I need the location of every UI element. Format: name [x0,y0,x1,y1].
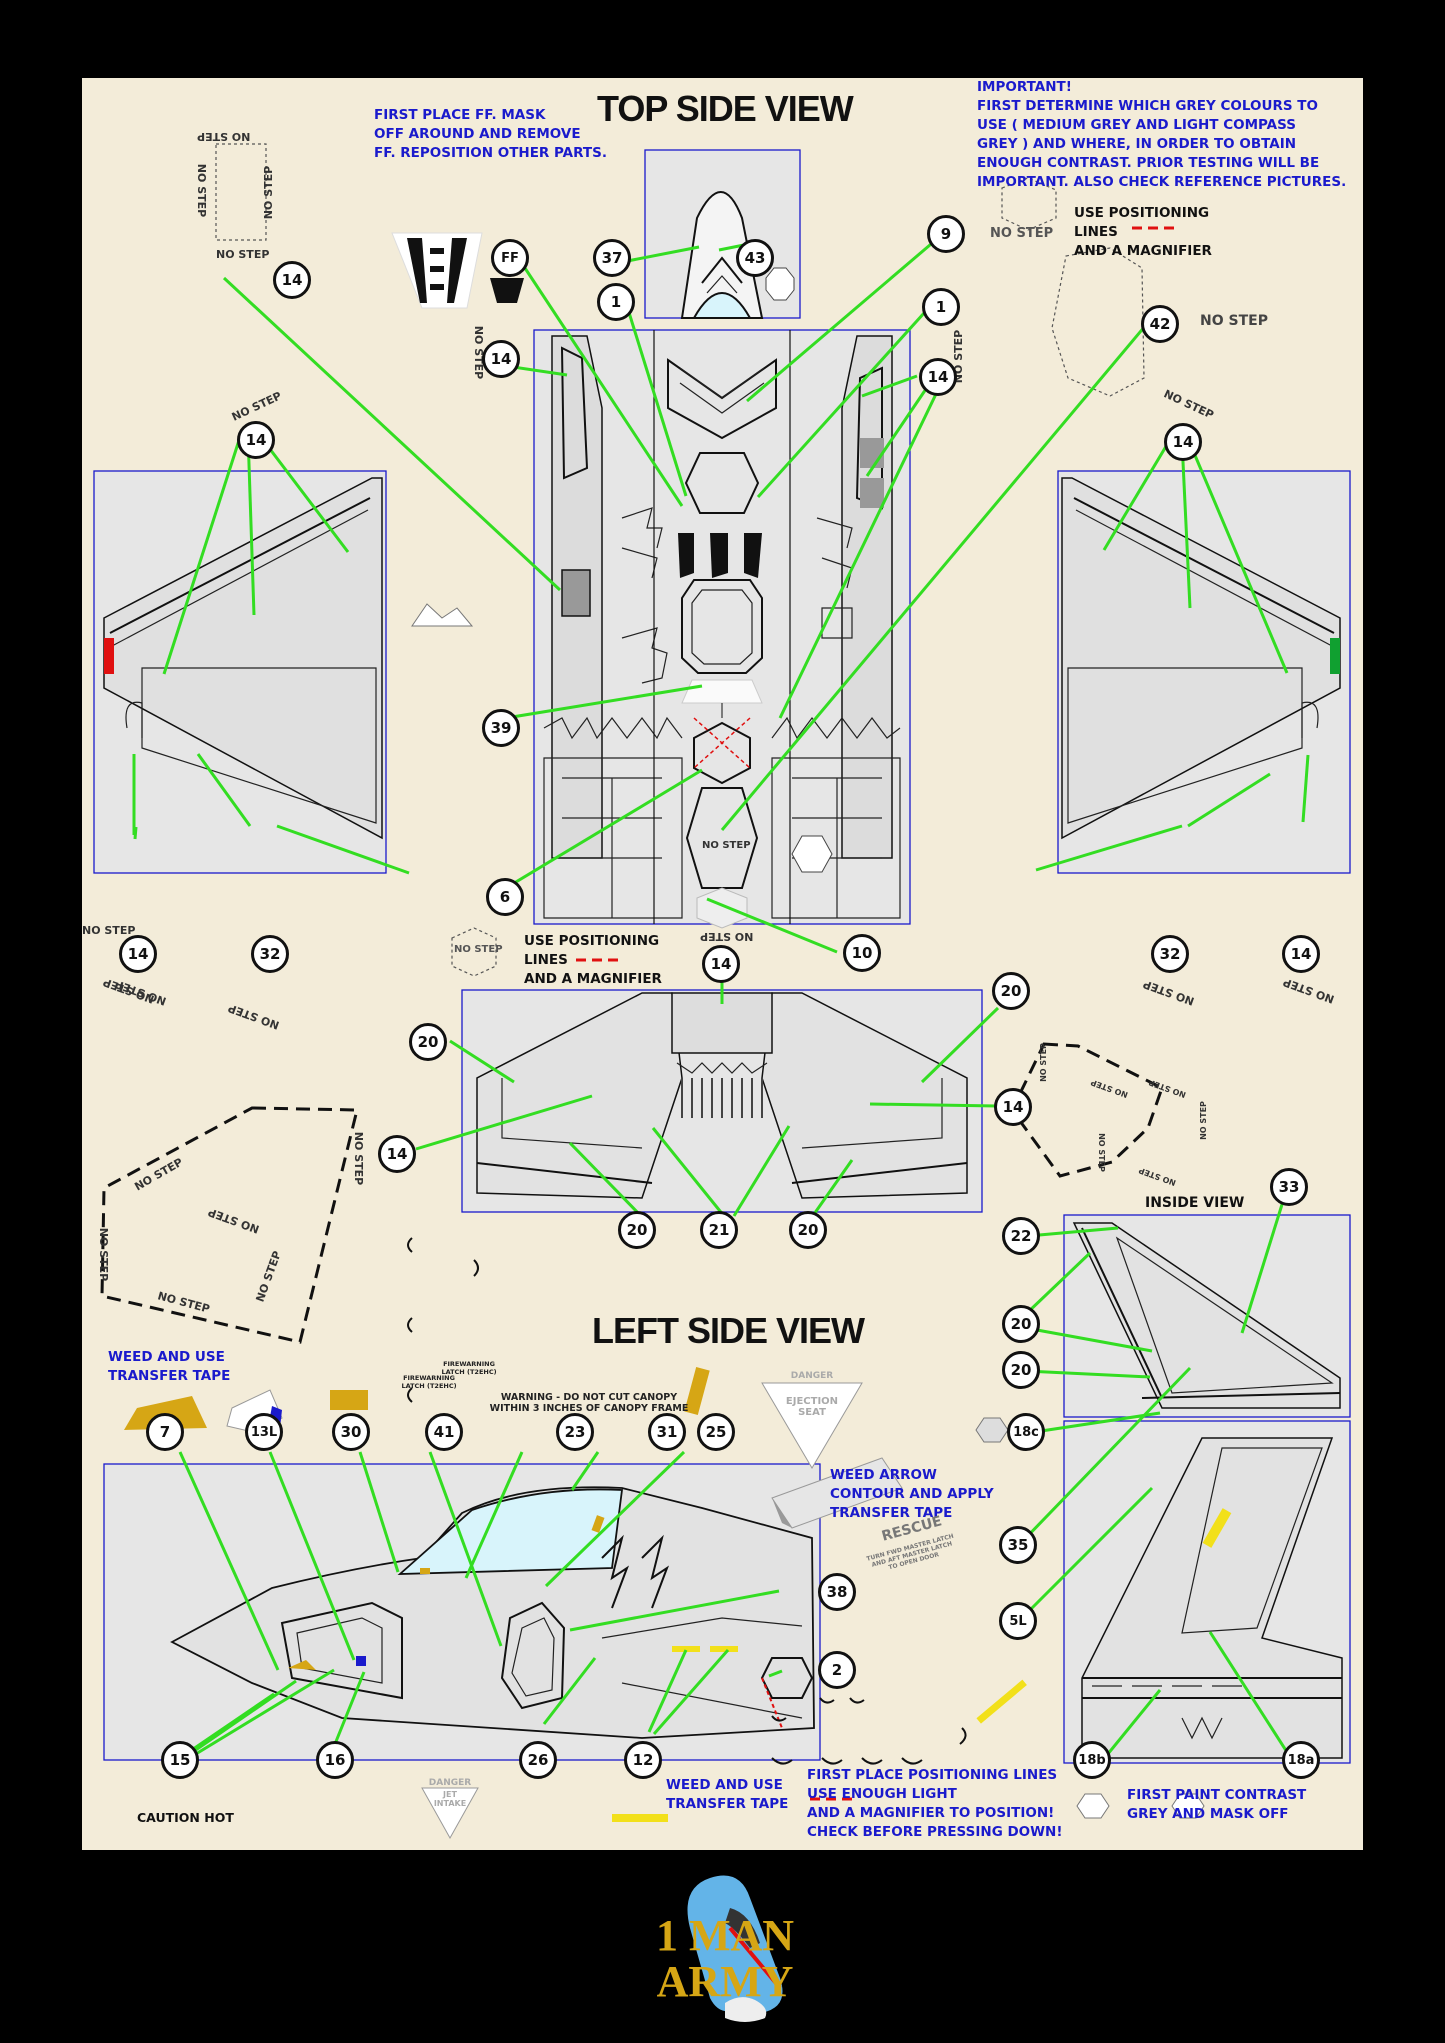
callout-14: 14 [482,340,520,378]
callout-13l: 13L [245,1413,283,1451]
callout-39: 39 [482,709,520,747]
callout-1-right: 1 [922,288,960,326]
left-side-view-title: LEFT SIDE VIEW [592,1310,865,1351]
callout-15: 15 [161,1741,199,1779]
weed-arrow-note: WEED ARROW CONTOUR AND APPLY TRANSFER TA… [830,1467,994,1521]
callout-14: 14 [378,1135,416,1173]
callout-20: 20 [992,972,1030,1010]
first-place-note: FIRST PLACE POSITIONING LINES USE ENOUGH… [807,1767,1063,1840]
callout-41: 41 [425,1413,463,1451]
callout-33: 33 [1270,1168,1308,1206]
instruction-artwork: .pb { fill:#e6e6e6; stroke:#1a1acc; stro… [93,143,1351,1840]
danger-label-seat: DANGER [790,1371,834,1381]
positioning-note-top: USE POSITIONING LINES AND A MAGNIFIER [1074,205,1212,259]
inside-view-title: INSIDE VIEW [1145,1195,1245,1211]
callout-21: 21 [700,1211,738,1249]
callout-14: 14 [1282,935,1320,973]
weed-transfer-note: WEED AND USE TRANSFER TAPE [108,1349,231,1384]
no-step-label: NO STEP [1198,1101,1208,1140]
no-step-label: NO STEP [197,130,251,143]
first-paint-note: FIRST PAINT CONTRAST GREY AND MASK OFF [1127,1787,1307,1822]
top-side-view-title: TOP SIDE VIEW [597,88,854,129]
callout-32: 32 [1151,935,1189,973]
no-step-label: NO STEP [97,1227,111,1282]
jet-intake-label: JET INTAKE [433,1790,467,1808]
callout-23: 23 [556,1413,594,1451]
danger-label-intake: DANGER [428,1778,472,1788]
callout-35: 35 [999,1526,1037,1564]
callout-ff: FF [491,239,529,277]
callout-43: 43 [736,239,774,277]
brand-logo: 1 MAN ARMY [656,1875,794,2022]
callout-5l: 5L [999,1602,1037,1640]
no-step-label: NO STEP [195,163,209,218]
callout-14: 14 [994,1088,1032,1126]
no-step-hex-label: NO STEP [454,944,503,955]
callout-14: 14 [119,935,157,973]
callout-20: 20 [409,1023,447,1061]
no-step-label: NO STEP [352,1131,366,1186]
ff-mask-note: FIRST PLACE FF. MASK OFF AROUND AND REMO… [374,107,607,161]
firewarning-label-b: FIREWARNING LATCH (T2EHC) [441,1360,497,1376]
no-step-label: NO STEP [262,165,276,220]
positioning-note-mid: USE POSITIONING LINES AND A MAGNIFIER [524,933,662,987]
no-step-label: NO STEP [1038,1043,1048,1082]
callout-20: 20 [1002,1305,1040,1343]
no-step-label: NO STEP [700,930,754,943]
ejection-seat-label: EJECTION SEAT [785,1396,839,1418]
callout-38: 38 [818,1573,856,1611]
callout-10: 10 [843,934,881,972]
logo-line2: ARMY [657,1957,794,2006]
caution-hot-label: CAUTION HOT [137,1810,234,1825]
callout-18a: 18a [1282,1741,1320,1779]
callout-37: 37 [593,239,631,277]
no-step-label-large: NO STEP [1200,313,1268,329]
no-step-hex-label: NO STEP [990,226,1054,241]
callout-32: 32 [251,935,289,973]
callout-14: 14 [919,358,957,396]
callout-42: 42 [1141,305,1179,343]
callout-2: 2 [818,1651,856,1689]
no-step-label: NO STEP [702,840,751,851]
weed-transfer-note-2: WEED AND USE TRANSFER TAPE [666,1777,789,1812]
callout-6: 6 [486,878,524,916]
callout-7: 7 [146,1413,184,1451]
callout-18c: 18c [1007,1413,1045,1451]
callout-14: 14 [1164,423,1202,461]
callout-14: 14 [237,421,275,459]
callout-26: 26 [519,1741,557,1779]
callout-25: 25 [697,1413,735,1451]
callout-12: 12 [624,1741,662,1779]
callout-30: 30 [332,1413,370,1451]
important-note: IMPORTANT! FIRST DETERMINE WHICH GREY CO… [977,79,1347,190]
callout-14: 14 [702,945,740,983]
firewarning-label: FIREWARNING LATCH (T2EHC) [401,1374,457,1390]
callout-20: 20 [1002,1351,1040,1389]
no-step-label: NO STEP [216,248,270,261]
callout-14: 14 [273,261,311,299]
decal-sheet: .pb { fill:#e6e6e6; stroke:#1a1acc; stro… [82,78,1363,1850]
callout-1-left: 1 [597,283,635,321]
no-step-label: NO STEP [1096,1133,1106,1172]
no-step-label: NO STEP [82,924,136,937]
callout-20: 20 [789,1211,827,1249]
callout-20: 20 [618,1211,656,1249]
callout-9: 9 [927,215,965,253]
canopy-warning: WARNING - DO NOT CUT CANOPY WITHIN 3 INC… [489,1392,689,1414]
leader-lines [132,231,1310,1778]
callout-18b: 18b [1073,1741,1111,1779]
callout-16: 16 [316,1741,354,1779]
callout-22: 22 [1002,1217,1040,1255]
logo-line1: 1 MAN [656,1911,794,1960]
callout-31: 31 [648,1413,686,1451]
